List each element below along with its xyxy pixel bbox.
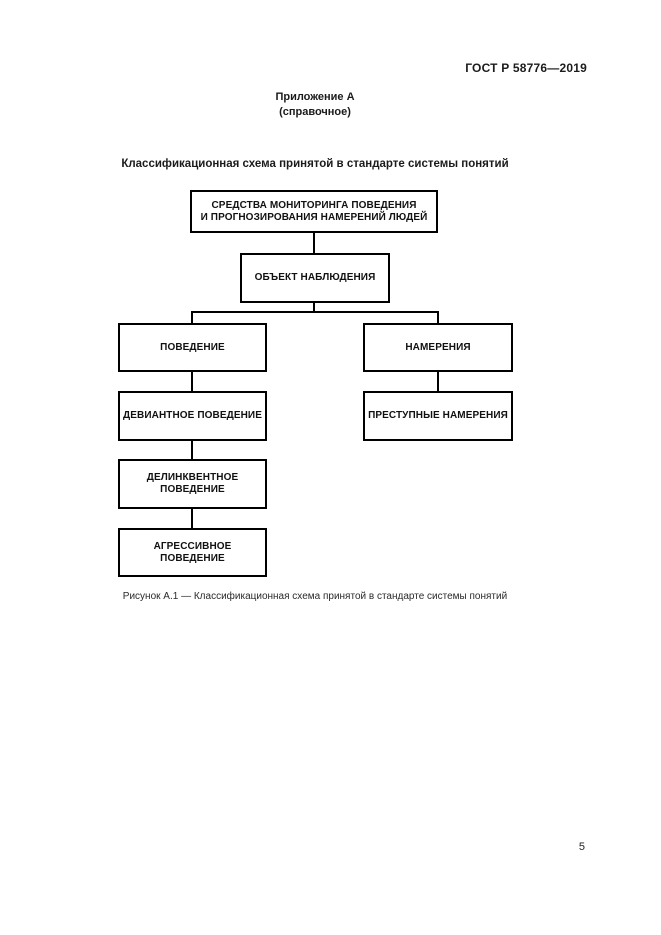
connector-root-to-object (313, 233, 315, 253)
node-aggressive-behavior: АГРЕССИВНОЕ ПОВЕДЕНИЕ (118, 528, 267, 577)
annex-heading: Приложение А (справочное) (0, 90, 630, 120)
node-delinquent-behavior: ДЕЛИНКВЕНТНОЕ ПОВЕДЕНИЕ (118, 459, 267, 509)
connector-branch-right-drop (437, 311, 439, 323)
node-behavior: ПОВЕДЕНИЕ (118, 323, 267, 372)
classification-diagram: СРЕДСТВА МОНИТОРИНГА ПОВЕДЕНИЯ И ПРОГНОЗ… (118, 190, 513, 577)
figure-title: Классификационная схема принятой в станд… (121, 158, 509, 170)
page-number: 5 (578, 841, 585, 853)
connector-branch-horizontal (191, 311, 439, 313)
node-deviant-behavior: ДЕВИАНТНОЕ ПОВЕДЕНИЕ (118, 391, 267, 441)
figure-caption: Рисунок А.1 — Классификационная схема пр… (122, 591, 508, 602)
annex-subtitle: (справочное) (279, 106, 351, 118)
doc-code-header: ГОСТ Р 58776—2019 (465, 61, 587, 75)
connector-behavior-to-deviant (191, 372, 193, 391)
node-monitoring-means: СРЕДСТВА МОНИТОРИНГА ПОВЕДЕНИЯ И ПРОГНОЗ… (190, 190, 438, 233)
node-criminal-intentions: ПРЕСТУПНЫЕ НАМЕРЕНИЯ (363, 391, 513, 441)
node-observation-object: ОБЪЕКТ НАБЛЮДЕНИЯ (240, 253, 390, 303)
connector-delinquent-to-aggressive (191, 509, 193, 528)
connector-deviant-to-delinquent (191, 441, 193, 459)
connector-object-stub (313, 303, 315, 313)
connector-intentions-to-criminal (437, 372, 439, 391)
connector-branch-left-drop (191, 311, 193, 323)
node-intentions: НАМЕРЕНИЯ (363, 323, 513, 372)
annex-title: Приложение А (275, 91, 355, 103)
